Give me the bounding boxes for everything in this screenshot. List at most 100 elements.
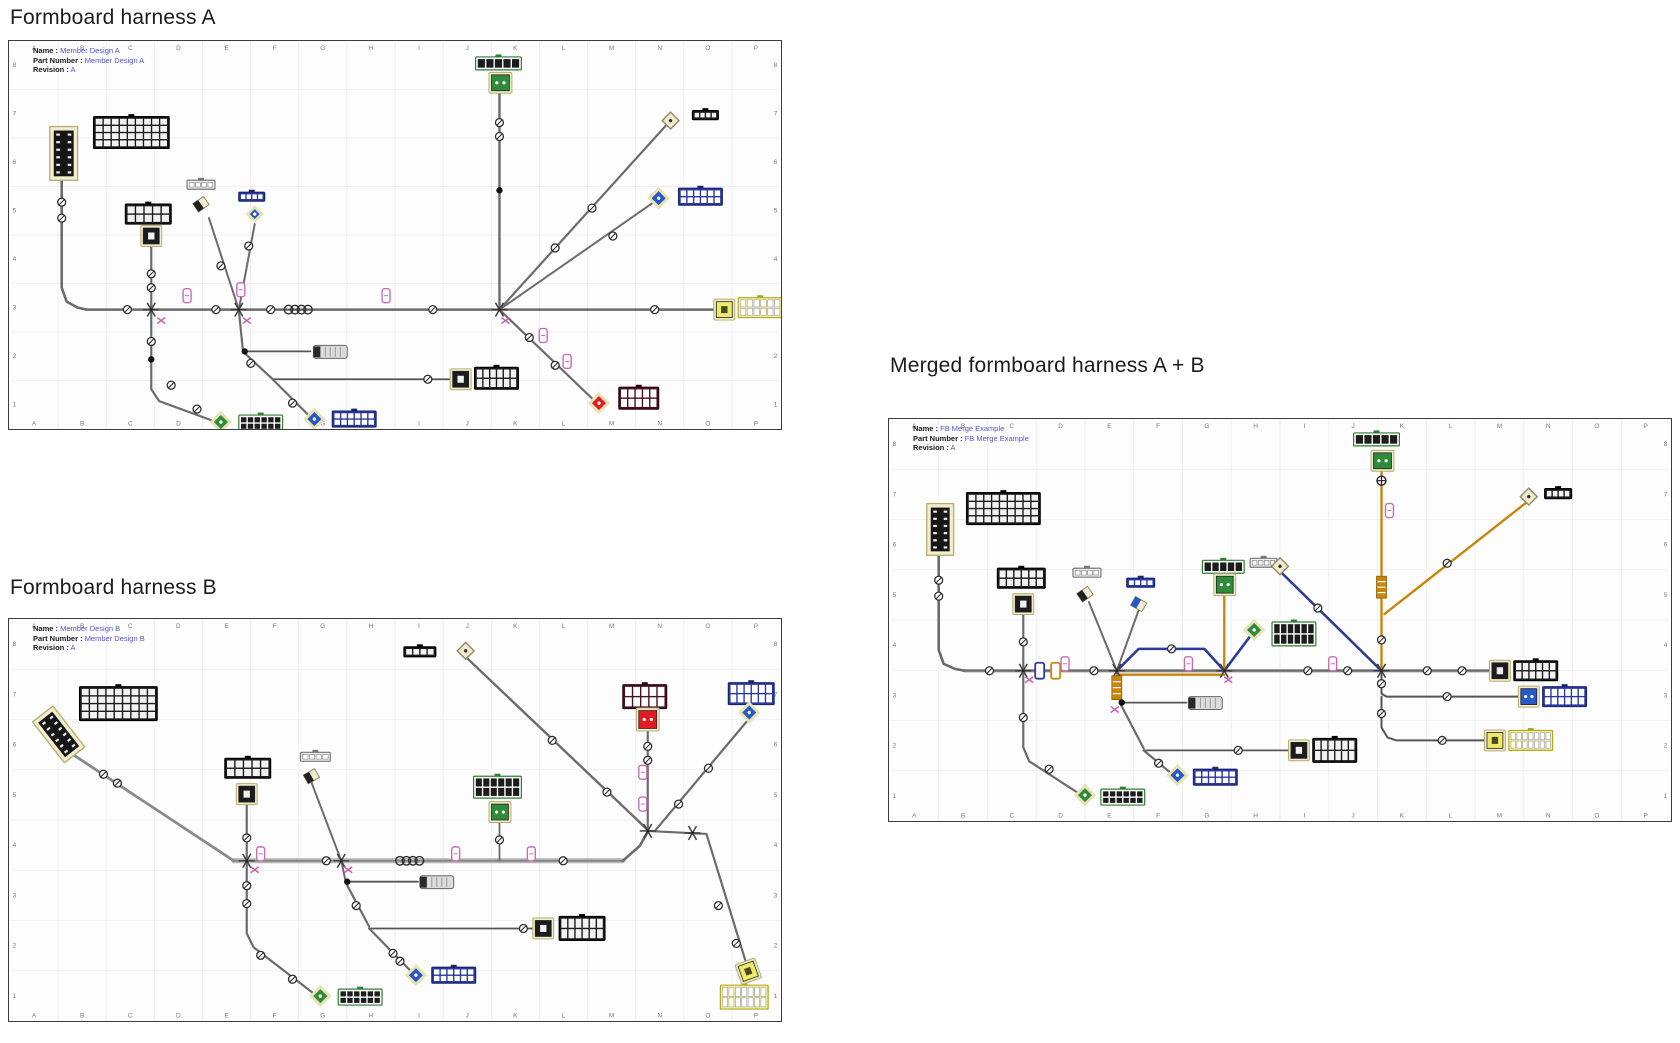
- junction-symbol-icon: [143, 302, 160, 317]
- diamond-connector-cream: [1519, 487, 1539, 507]
- grid-letter: J: [466, 623, 469, 630]
- grid-letter: A: [32, 421, 37, 428]
- circle-symbol-icon: [112, 778, 123, 788]
- junction-symbol-icon: [1015, 663, 1032, 679]
- circle-symbol-icon: [524, 332, 534, 343]
- xflag-symbol-icon: [250, 866, 260, 874]
- grid-letter: K: [1400, 423, 1405, 430]
- wire-segment: [245, 859, 320, 999]
- pin-table-black: [78, 684, 158, 722]
- grid-letter: P: [754, 1013, 758, 1020]
- grid-letter: B: [80, 45, 84, 52]
- grid-letter: G: [320, 421, 325, 428]
- grid-number: 8: [13, 641, 17, 648]
- block-connector-black: [1287, 739, 1310, 762]
- grid-letter: F: [1156, 813, 1160, 820]
- block-connector-green: [488, 801, 512, 823]
- grid-letter: N: [657, 421, 662, 428]
- grid-number: 7: [1664, 491, 1668, 498]
- circle-symbol-icon: [216, 261, 226, 271]
- junction-symbol-icon: [1216, 663, 1233, 679]
- wire-segment: [654, 717, 751, 832]
- pin-table-yellow: [737, 295, 781, 319]
- grid-letter: I: [418, 45, 420, 52]
- circle-symbol-icon: [287, 974, 298, 984]
- name-label: Name :: [33, 624, 59, 633]
- junction-symbol-icon: [639, 823, 656, 839]
- grid-letter: K: [1400, 813, 1405, 820]
- circle-symbol-icon: [146, 336, 156, 347]
- circle-symbol-icon: [984, 666, 995, 676]
- name-value: Member Design A: [60, 46, 120, 55]
- diamond-connector-cream: [456, 641, 476, 661]
- pin-table-darkred: [618, 384, 660, 410]
- circle-symbol-icon: [1233, 745, 1243, 755]
- circle-symbol-icon: [1442, 691, 1452, 702]
- grid-letter: J: [466, 421, 469, 428]
- grid-number: 3: [893, 692, 897, 699]
- name-value: FB Merge Example: [940, 424, 1005, 433]
- pin-table-black: [124, 201, 172, 225]
- grid-letter: L: [562, 623, 566, 630]
- junction-symbol-icon: [491, 302, 508, 317]
- grid-letter: D: [176, 1013, 181, 1020]
- xflag-symbol-icon: [1223, 676, 1233, 684]
- revision-label: Revision :: [33, 643, 69, 652]
- figure-title-merged: Merged formboard harness A + B: [890, 354, 1205, 377]
- circle-symbol-icon: [287, 398, 298, 408]
- grid-number: 2: [13, 353, 17, 360]
- circle-symbol-icon: [1153, 758, 1164, 768]
- block-connector-yellow: [713, 298, 736, 321]
- grid-number: 5: [13, 792, 17, 799]
- grid-letter: A: [912, 813, 917, 820]
- circle-symbol-icon: [1018, 712, 1028, 723]
- grid-letter: L: [562, 421, 566, 428]
- pin-table-blue: [727, 680, 775, 706]
- grid-letter: D: [1058, 423, 1063, 430]
- circle-symbol-icon: [242, 898, 252, 909]
- wire-segment: [150, 308, 221, 425]
- pinout-tables: [92, 54, 781, 429]
- diamond-connector-blue: [404, 963, 428, 987]
- circle-symbol-icon: [703, 763, 714, 773]
- title-block-a: Name : Member Design A Part Number : Mem…: [33, 46, 144, 75]
- revision-label: Revision :: [913, 443, 949, 452]
- pin-table-black: [1312, 735, 1358, 763]
- vblock-connector: [49, 125, 79, 181]
- revision-value: A: [70, 65, 76, 74]
- pin-table-black: [1513, 658, 1559, 682]
- wire-segment: [498, 199, 658, 311]
- wire-segment: [1087, 601, 1118, 672]
- grid-letter: I: [418, 1013, 420, 1020]
- coil-symbol-icon: [283, 304, 313, 315]
- dot-symbol-icon: [344, 878, 351, 885]
- barrel-connector: [1187, 696, 1223, 711]
- tblock-connector: [302, 767, 321, 785]
- circle-symbol-icon: [1343, 666, 1353, 676]
- grid-letter: P: [754, 421, 758, 428]
- vblock-connector: [926, 502, 955, 556]
- wire-segment: [237, 308, 244, 351]
- circle-symbol-icon: [547, 735, 557, 746]
- pinktag-symbol-icon: [1328, 656, 1338, 672]
- circle-symbol-icon: [713, 900, 724, 911]
- grid-number: 1: [13, 402, 17, 409]
- circle-symbol-icon: [673, 799, 684, 809]
- part-number-value: Member Design B: [84, 633, 145, 643]
- part-number-label: Part Number :: [33, 55, 83, 65]
- pin-table-green: [337, 986, 383, 1006]
- grid-letter: B: [80, 1013, 84, 1020]
- circle-symbol-icon: [934, 591, 944, 601]
- part-number-value: FB Merge Example: [964, 433, 1029, 443]
- circle-symbol-icon: [57, 197, 67, 207]
- circle-symbol-icon: [321, 856, 331, 866]
- grid-letter: F: [1156, 423, 1160, 430]
- pin-table-green: [1201, 557, 1245, 574]
- pinktag-symbol-icon: [538, 327, 548, 344]
- pinktag-symbol-icon: [638, 764, 648, 780]
- part-number-label: Part Number :: [913, 433, 963, 443]
- circle-symbol-icon: [1089, 666, 1099, 676]
- pin-table-black: [558, 914, 606, 941]
- wire-segment: [1380, 695, 1486, 742]
